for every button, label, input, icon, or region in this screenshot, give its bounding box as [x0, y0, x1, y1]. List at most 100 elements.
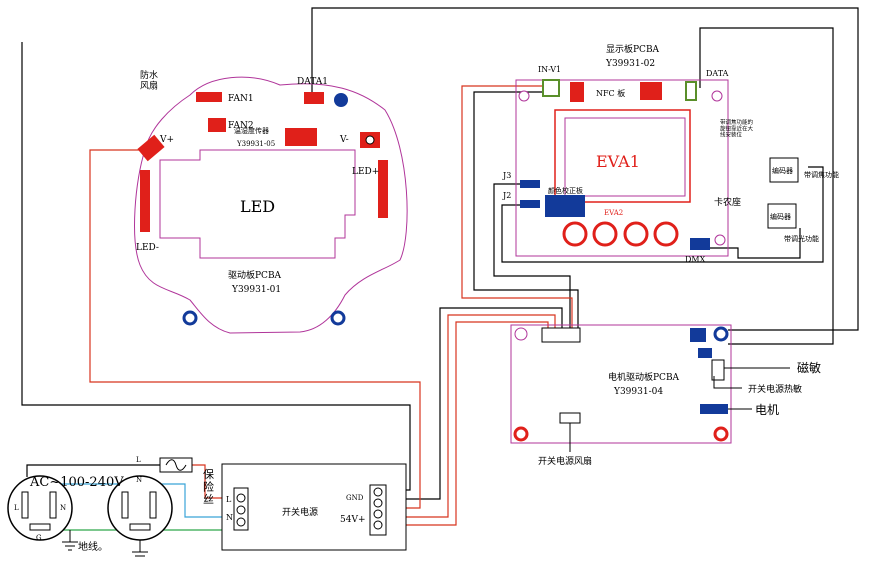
ground-symbol — [62, 530, 78, 551]
eva1-frame — [554, 109, 691, 203]
motor-label: 电机 — [755, 403, 779, 417]
driver-board: 防水风扇 FAN1 FAN2 DATA1 温湿度传器 Y39931-05 V+ … — [134, 69, 408, 334]
mount-hole — [330, 310, 346, 326]
fan1-label: FAN1 — [228, 94, 254, 104]
v54-label: 54V+ — [340, 515, 366, 525]
fan2-connector — [208, 118, 226, 132]
psu-fan-connector — [559, 412, 581, 424]
display-board-outline — [515, 79, 729, 257]
fan2-label: FAN2 — [228, 121, 254, 131]
driver-board-outline — [134, 76, 408, 334]
ground-symbol-2 — [132, 540, 148, 557]
data-connector — [640, 82, 662, 100]
psu-fan-label: 开关电源风扇 — [538, 455, 592, 467]
wire-display-data — [699, 27, 834, 345]
terminal-screw — [373, 498, 383, 508]
encoder-2-func: 带调光功能 — [784, 234, 819, 243]
eva1-screen — [564, 117, 686, 197]
wire-dmx — [700, 228, 801, 259]
eva2-led — [623, 221, 649, 247]
data1-label: DATA1 — [297, 77, 328, 87]
mount-hole — [514, 327, 528, 341]
mount-hole — [182, 310, 198, 326]
display-board: 显示板PCBA Y39931-02 IN-V1 NFC 板 DATA EVA1 … — [502, 43, 754, 264]
mount-hole — [714, 234, 726, 246]
socket-2-g-pin — [129, 523, 151, 531]
driver-board-code: Y39931-01 — [231, 285, 281, 295]
encoder-1-func: 带调焦功能 — [804, 170, 839, 179]
wire-data1-top — [311, 7, 859, 331]
terminal-screw — [373, 487, 383, 497]
power-input-connector — [541, 327, 581, 343]
socket-l-label: L — [14, 504, 19, 512]
led-minus-connector — [140, 170, 150, 232]
led-label: LED — [240, 197, 275, 216]
color-board-connector — [545, 195, 585, 217]
wire-fuse-l — [26, 464, 160, 477]
j2-label: J2 — [502, 191, 511, 200]
socket-1-n-pin — [49, 491, 57, 519]
sensor-code: Y39931-05 — [236, 140, 275, 148]
magnet-connector — [690, 328, 706, 342]
fuse-label: 保险丝 — [203, 467, 214, 506]
data1-port — [334, 93, 348, 107]
vminus-label: V- — [339, 135, 349, 145]
wire-j3 — [493, 183, 571, 330]
j3-connector — [520, 180, 540, 188]
psu-n-label: N — [226, 513, 233, 522]
wires — [21, 7, 859, 531]
data-label: DATA — [706, 69, 729, 78]
motor-board: 电机驱动板PCBA Y39931-04 磁敏 开关电源热敏 电机 开关电源风扇 — [510, 324, 821, 467]
psu-l-label: L — [226, 495, 232, 504]
data-port — [685, 81, 697, 101]
driver-board-name: 驱动板PCBA — [228, 269, 282, 281]
eva1-label: EVA1 — [596, 152, 640, 171]
mount-hole — [713, 326, 729, 342]
socket-2-l-pin — [121, 491, 129, 519]
led-plus-connector — [378, 160, 388, 218]
display-board-code: Y39931-02 — [605, 59, 655, 69]
display-board-title: 显示板PCBA — [606, 43, 660, 55]
vplus-pad — [137, 134, 165, 162]
sensor-label: 温湿度传器 — [234, 126, 269, 135]
wire-psu-red — [388, 314, 556, 518]
j3-label: J3 — [502, 171, 511, 180]
eva2-led — [592, 221, 618, 247]
encoder-1 — [769, 157, 799, 183]
nfc-connector — [570, 82, 584, 102]
thermal-line — [713, 376, 742, 389]
power-section: AC~100-240V 保险丝 开关电源 GND 54V+ L N L N L … — [7, 456, 407, 557]
encoder-2-label: 编码器 — [770, 212, 791, 221]
dmx-label: DMX — [685, 255, 706, 264]
vplus-label: V+ — [159, 135, 174, 145]
sensor-connector — [285, 128, 317, 146]
socket-2-n-pin — [149, 491, 157, 519]
encoder-2 — [767, 203, 797, 229]
fan-label: 防水风扇 — [140, 69, 158, 91]
wire-driver-left — [21, 42, 411, 491]
thermal-connector — [698, 348, 712, 358]
socket-g-label: G — [36, 534, 42, 542]
card-label: 卡农座 — [714, 196, 741, 208]
motor-board-outline — [510, 324, 732, 444]
led-area-outline — [159, 149, 356, 259]
motor-board-code: Y39931-04 — [613, 387, 663, 397]
wire-psu-black1 — [388, 307, 563, 500]
terminal-screw — [236, 505, 246, 515]
socket-n-label: N — [60, 504, 66, 512]
dmx-connector — [690, 238, 710, 250]
vminus-hole — [365, 135, 375, 145]
encoder-1-label: 编码器 — [772, 166, 793, 175]
wire-j2 — [501, 166, 824, 263]
led-minus-label: LED- — [136, 243, 159, 253]
terminal-screw — [236, 493, 246, 503]
eva2-led — [653, 221, 679, 247]
wire-psu-red2 — [388, 321, 549, 526]
fan1-connector — [196, 92, 222, 102]
psu-label: 开关电源 — [282, 506, 318, 518]
magnet-port — [711, 359, 725, 381]
mount-hole — [518, 90, 530, 102]
terminal-screw — [373, 509, 383, 519]
